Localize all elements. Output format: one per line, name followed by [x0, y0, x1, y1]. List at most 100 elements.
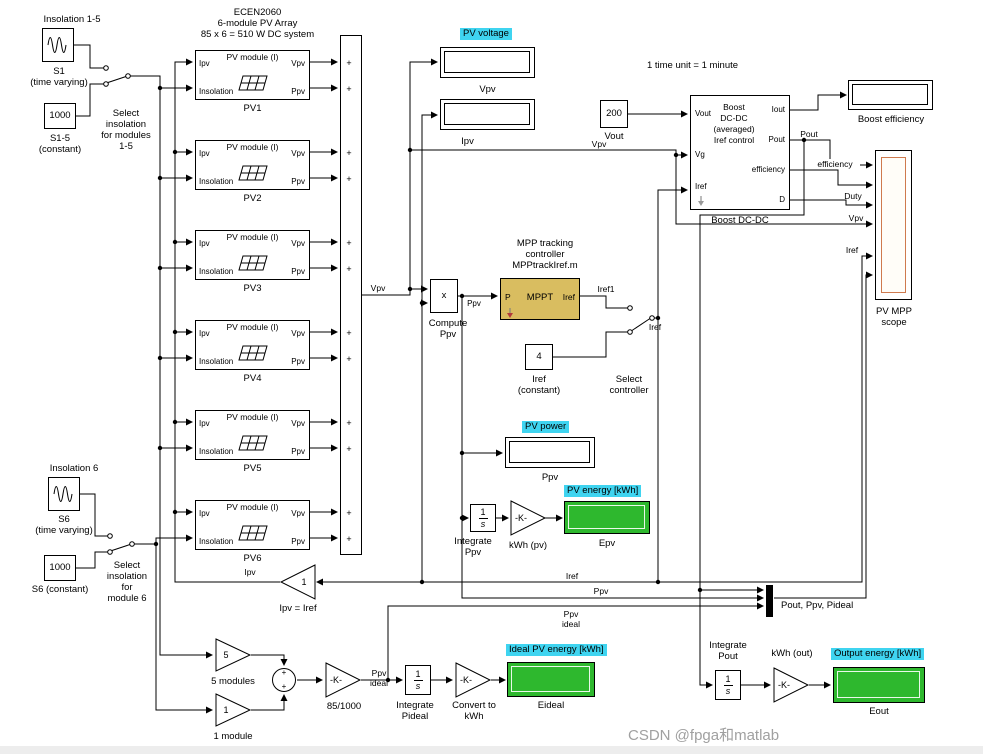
pv-block-label: PV6: [243, 553, 262, 564]
gain-ipv-iref-label: Ipv = Iref: [279, 603, 317, 614]
solar-panel-icon: [238, 345, 268, 361]
pv-module-block-1[interactable]: PV module (I) Ipv Insolation Vpv Ppv: [195, 50, 310, 100]
pv-block-title: PV module (I): [226, 142, 279, 152]
constant-vout[interactable]: 200: [600, 100, 628, 128]
display-ipv-label: Ipv: [461, 136, 474, 147]
watermark: CSDN @fpga和matlab: [628, 727, 780, 744]
wire-group-ipv-signal: [421, 111, 438, 582]
display-vpv[interactable]: [440, 47, 535, 78]
manual-switch-controller[interactable]: [627, 305, 655, 335]
constant-s15[interactable]: 1000: [44, 103, 76, 129]
s15-label: S1-5 (constant): [38, 133, 82, 155]
constant-iref[interactable]: 4: [525, 344, 553, 370]
display-boost-efficiency-label: Boost efficiency: [857, 114, 925, 125]
insolation6-heading: Insolation 6: [49, 463, 99, 474]
product-block[interactable]: x: [430, 279, 458, 313]
wire-group-vpv: [362, 58, 873, 296]
constant-s6[interactable]: 1000: [44, 555, 76, 581]
trigger-icon: [697, 193, 706, 206]
pv-module-block-3[interactable]: PV module (I) Ipv Insolation Vpv Ppv: [195, 230, 310, 280]
sum-circle[interactable]: + +: [272, 668, 296, 692]
display-ipv[interactable]: [440, 99, 535, 130]
boost-port-d: D: [779, 195, 785, 204]
integrator-pout-label: Integrate Pout: [709, 640, 747, 662]
wire-group-boost: [628, 91, 873, 689]
pv-port-ppv: Ppv: [291, 447, 305, 456]
manual-switch-insolation6[interactable]: [107, 533, 135, 555]
pv-port-ipv: Ipv: [199, 509, 210, 518]
gain-1-module[interactable]: 1: [215, 693, 252, 727]
boost-block[interactable]: Vout Vg Iref Boost DC-DC (averaged) Iref…: [690, 95, 790, 210]
signal-ipv-bus: Ipv: [244, 567, 256, 577]
scope-label: PV MPP scope: [876, 306, 912, 328]
sine-source-s1[interactable]: [42, 28, 74, 62]
pv-module-block-2[interactable]: PV module (I) Ipv Insolation Vpv Ppv: [195, 140, 310, 190]
gain-kwh-pv[interactable]: -K-: [510, 500, 547, 536]
mppt-port-p: P: [505, 292, 511, 302]
sum-block[interactable]: + + + + + + + + + + + +: [340, 35, 362, 555]
pv-block-title: PV module (I): [226, 322, 279, 332]
pv-port-ipv: Ipv: [199, 59, 210, 68]
signal-iref-scope: Iref: [845, 245, 859, 255]
pv-port-insolation: Insolation: [199, 357, 234, 366]
gain-kwh-out[interactable]: -K-: [773, 667, 810, 703]
sine-wave-icon: [43, 29, 73, 61]
annotation-output-energy: Output energy [kWh]: [831, 648, 925, 660]
display-eout-label: Eout: [869, 706, 889, 717]
annotation-pv-voltage: PV voltage: [460, 28, 512, 40]
time-unit-note: 1 time unit = 1 minute: [646, 60, 739, 71]
boost-port-efficiency: efficiency: [751, 165, 785, 174]
display-epv[interactable]: [564, 501, 650, 534]
scope-block[interactable]: [875, 150, 912, 300]
signal-iref-switch: Iref: [648, 322, 662, 332]
mux-block[interactable]: [766, 585, 773, 617]
svg-text:-K-: -K-: [460, 675, 472, 685]
display-screen: [444, 51, 530, 73]
s6-label: S6 (time varying): [35, 514, 93, 536]
manual-switch-insolation15[interactable]: [103, 65, 131, 87]
gain-ipv-iref[interactable]: 1: [279, 564, 316, 600]
display-eideal[interactable]: [507, 662, 595, 697]
mppt-block[interactable]: MPPT P Iref: [500, 278, 580, 320]
gain-5-modules[interactable]: 5: [215, 638, 252, 672]
product-label: Compute Ppv: [428, 318, 468, 340]
display-boost-efficiency[interactable]: [848, 80, 933, 110]
gain-85-1000-label: 85/1000: [326, 701, 362, 712]
sine-source-s6[interactable]: [48, 477, 80, 511]
pv-block-label: PV1: [243, 103, 262, 114]
wire-group-mux-scope: [387, 271, 873, 680]
pv-port-ipv: Ipv: [199, 329, 210, 338]
pv-module-block-4[interactable]: PV module (I) Ipv Insolation Vpv Ppv: [195, 320, 310, 370]
pv-module-block-6[interactable]: PV module (I) Ipv Insolation Vpv Ppv: [195, 500, 310, 550]
pv-port-ppv: Ppv: [291, 87, 305, 96]
svg-text:-K-: -K-: [515, 513, 527, 523]
display-vpv-label: Vpv: [479, 84, 496, 95]
display-ppv[interactable]: [505, 437, 595, 468]
gain-convert-kwh[interactable]: -K-: [455, 662, 492, 698]
display-eideal-label: Eideal: [537, 700, 565, 711]
wire-group-pv-outputs: [310, 58, 338, 542]
signal-ppv-run: Ppv: [584, 586, 618, 596]
pv-port-ppv: Ppv: [291, 267, 305, 276]
signal-duty: Duty: [844, 191, 862, 201]
display-screen: [568, 505, 645, 529]
signal-vpv-sum: Vpv: [370, 283, 386, 293]
annotation-pv-energy: PV energy [kWh]: [564, 485, 642, 497]
svg-text:-K-: -K-: [778, 680, 790, 690]
annotation-pv-power: PV power: [522, 421, 570, 433]
constant-vout-label: Vout: [604, 131, 624, 142]
bottom-strip: [0, 746, 983, 754]
integrator-pideal-label: Integrate Pideal: [396, 700, 434, 722]
pv-port-vpv: Vpv: [291, 329, 305, 338]
gain-85-1000[interactable]: -K-: [325, 662, 362, 698]
display-eout[interactable]: [833, 667, 925, 703]
pv-block-title: PV module (I): [226, 232, 279, 242]
pv-block-label: PV3: [243, 283, 262, 294]
pv-module-block-5[interactable]: PV module (I) Ipv Insolation Vpv Ppv: [195, 410, 310, 460]
display-screen: [511, 666, 590, 692]
annotation-ideal-energy: Ideal PV energy [kWh]: [506, 644, 607, 656]
